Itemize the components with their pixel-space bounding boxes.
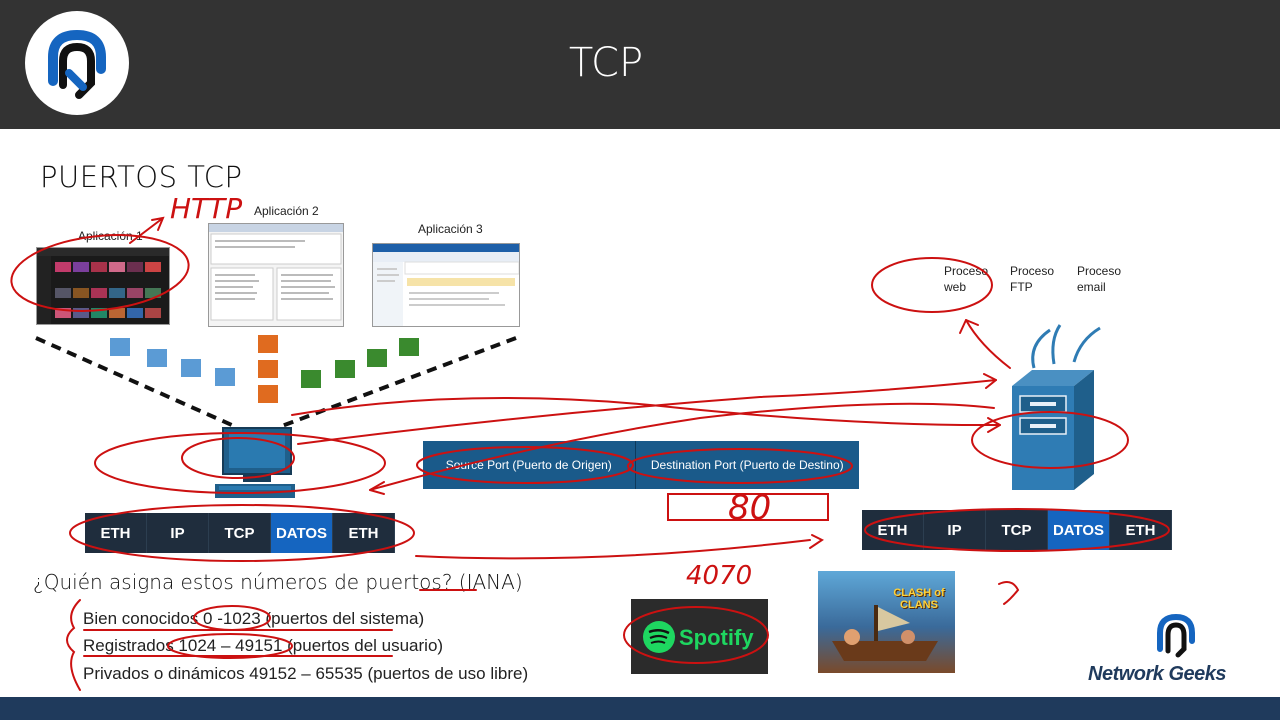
clash-of-clans-logo: CLASH of CLANS [893,587,945,611]
clash-of-clans-thumbnail: CLASH of CLANS [818,571,955,673]
app3-label: Aplicación 3 [418,222,483,236]
app2-segment [258,335,278,353]
server-packet-stack: ETH IP TCP DATOS ETH [862,510,1172,550]
datos-payload: DATOS [1048,510,1110,550]
app3-segment [335,360,355,378]
process-email: Proceso email [1077,264,1122,294]
iana-question: ¿Quién asigna estos números de puertos? … [33,570,523,594]
tcp-header: TCP [986,510,1048,550]
email-client-icon [373,244,519,326]
app3-segment [367,349,387,367]
footer-bar [0,697,1280,720]
range-dynamic: Privados o dinámicos 49152 – 65535 (puer… [83,664,529,683]
logo [25,11,129,115]
ip-header: IP [924,510,986,550]
eth-trailer: ETH [1110,510,1172,550]
spotify-label: Spotify [679,625,754,650]
app1-segment [147,349,167,367]
range-registered: Registrados 1024 – 49151 (puertos del us… [83,636,444,655]
network-geeks-logo-icon [48,29,106,99]
app1-segment [181,359,201,377]
brand-logo-icon [1157,613,1195,658]
spotify-thumbnail: Spotify [631,599,768,674]
section-title: PUERTOS TCP [40,160,243,194]
app2-screenshot [208,223,344,327]
brand-name: Network Geeks [1088,663,1227,685]
ship-icon [832,605,938,661]
ftp-client-icon [209,224,343,321]
app3-segment [399,338,419,356]
process-ftp: Proceso FTP [1010,264,1055,294]
app1-segment [215,368,235,386]
app2-label: Aplicación 2 [254,204,319,218]
range-well-known: Bien conocidos 0 -1023 (puertos del sist… [83,609,425,628]
app3-screenshot [372,243,520,327]
app1-segment [110,338,130,356]
page-title: TCP [568,40,644,86]
eth-header: ETH [862,510,924,550]
app2-segment [258,385,278,403]
header-bar: TCP [0,0,1280,129]
app2-segment [258,360,278,378]
